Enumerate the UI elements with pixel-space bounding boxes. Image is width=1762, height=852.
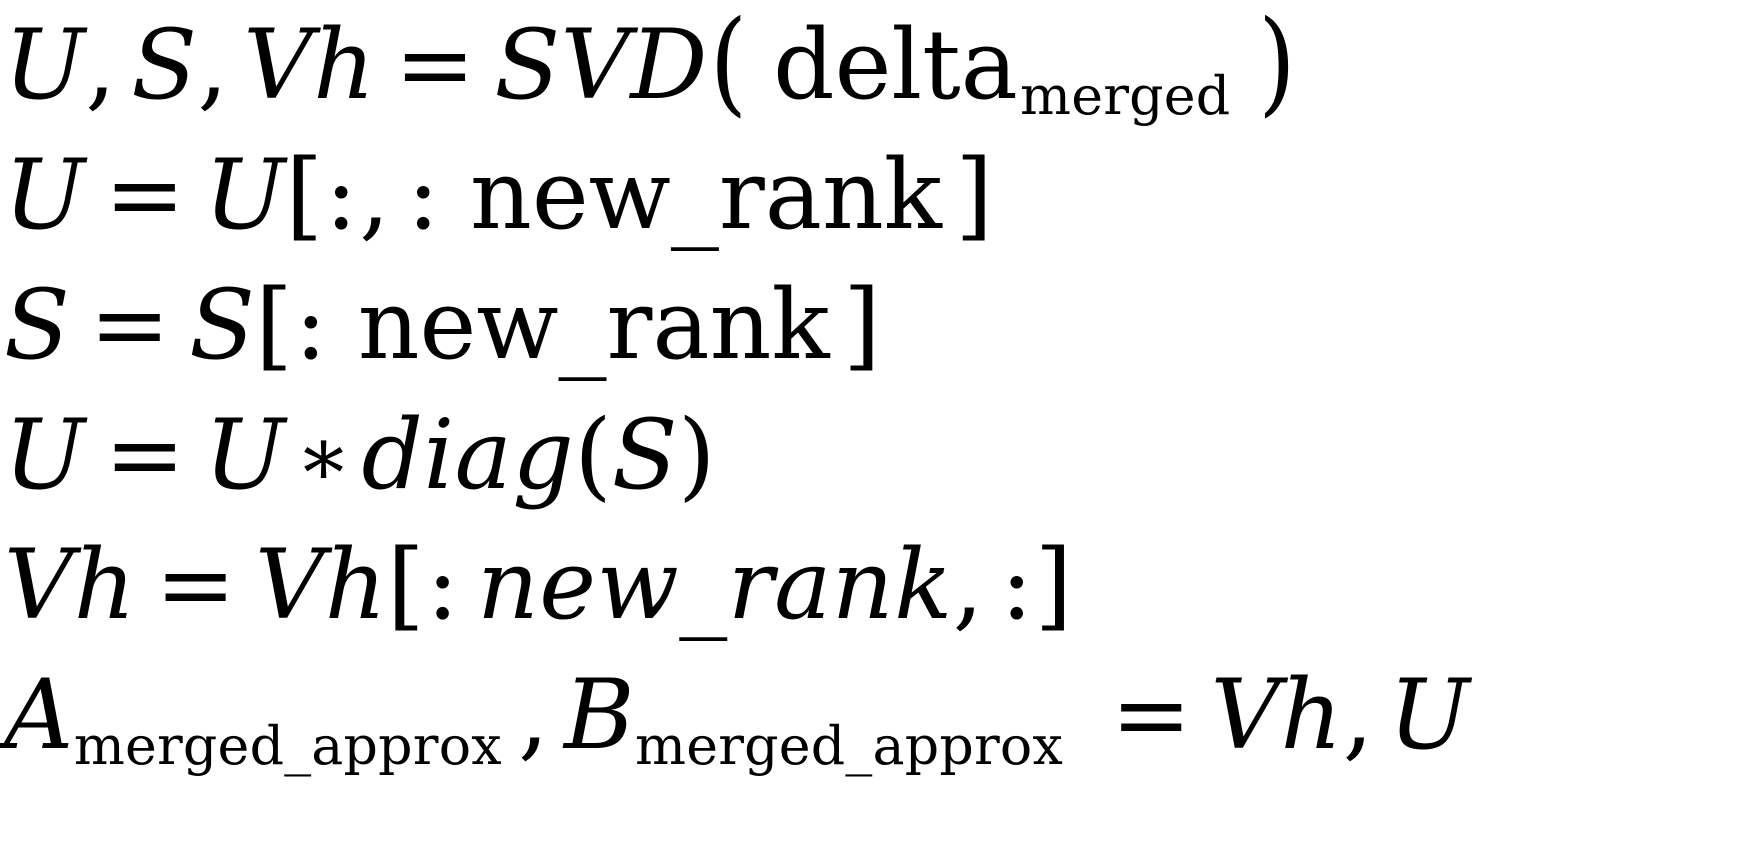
variable-vh-lhs: Vh: [4, 529, 137, 641]
function-svd: SVD: [494, 9, 708, 121]
comma-separator: ,: [952, 529, 984, 641]
slice-colon-second: :: [406, 139, 440, 251]
equals-sign: =: [104, 399, 186, 511]
comma-separator: ,: [518, 659, 549, 771]
comma-separator: ,: [359, 139, 390, 251]
subscript-merged-approx-a: merged_approx: [73, 714, 502, 778]
equals-sign: =: [155, 529, 236, 641]
result-vh: Vh: [1210, 659, 1343, 771]
equation-line-4: U=U∗diag(S): [0, 390, 715, 520]
equation-line-2: U=U[:,:new_rank]: [0, 130, 993, 260]
equals-sign: =: [104, 139, 186, 251]
close-paren: ): [677, 399, 716, 511]
close-bracket: ]: [843, 269, 881, 381]
variable-b: B: [564, 659, 636, 771]
multiplication-operator: ∗: [295, 408, 352, 505]
equation-line-5: Vh=Vh[:new_rank,:]: [0, 520, 1072, 650]
equation-line-6: Amerged_approx,Bmerged_approx=Vh,U: [0, 650, 1470, 780]
result-u: U: [1388, 659, 1471, 771]
variable-s: S: [131, 9, 198, 121]
variable-vh-rhs: Vh: [254, 529, 388, 641]
variable-u-lhs: U: [4, 139, 86, 251]
variable-u-rhs: U: [204, 139, 286, 251]
index-new-rank: new_rank: [476, 529, 953, 641]
subscript-merged-approx-b: merged_approx: [635, 714, 1064, 778]
variable-u-rhs: U: [204, 399, 286, 511]
open-bracket: [: [255, 269, 293, 381]
index-new-rank: new_rank: [357, 269, 830, 381]
variable-vh: Vh: [243, 9, 376, 121]
equals-sign: =: [1111, 659, 1192, 771]
comma-separator: ,: [85, 9, 116, 121]
open-bracket: [: [285, 139, 324, 251]
argument-s: S: [611, 399, 678, 511]
function-diag: diag: [361, 399, 575, 511]
comma-separator: ,: [197, 9, 229, 121]
argument-delta: delta: [773, 9, 1018, 121]
slice-colon-first: :: [426, 529, 459, 641]
variable-s-rhs: S: [189, 269, 256, 381]
close-paren: ): [1258, 0, 1296, 129]
variable-a: A: [4, 659, 74, 771]
open-paren: (: [709, 0, 748, 129]
slice-colon-first: :: [324, 139, 358, 251]
variable-s-lhs: S: [4, 269, 71, 381]
variable-u-lhs: U: [4, 399, 86, 511]
close-bracket: ]: [955, 139, 993, 251]
index-new-rank: new_rank: [470, 139, 942, 251]
comma-separator: ,: [1342, 659, 1374, 771]
equals-sign: =: [394, 9, 476, 121]
slice-colon: :: [294, 269, 328, 381]
close-bracket: ]: [1034, 529, 1073, 641]
equation-line-3: S=S[:new_rank]: [0, 260, 881, 390]
variable-u: U: [4, 9, 86, 121]
equation-line-1: U,S,Vh=SVD(deltamerged): [0, 0, 1296, 130]
subscript-merged: merged: [1020, 64, 1231, 128]
equals-sign: =: [89, 269, 170, 381]
open-paren: (: [574, 399, 612, 511]
slice-colon-second: :: [1000, 529, 1033, 641]
open-bracket: [: [387, 529, 425, 641]
